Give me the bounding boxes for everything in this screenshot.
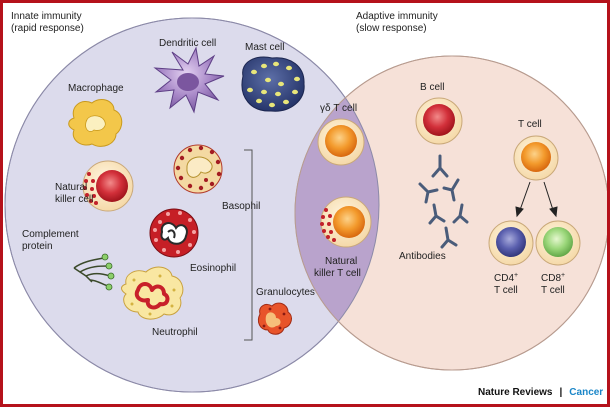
eosinophil-label: Eosinophil <box>190 263 236 274</box>
basophil-icon <box>173 144 223 194</box>
footer-journal: Cancer <box>569 387 603 398</box>
neutrophil-icon <box>121 266 184 320</box>
granulocyte-icon <box>257 302 292 335</box>
footer-separator: | <box>559 387 562 398</box>
gamma-delta-label: γδ T cell <box>320 103 357 114</box>
natural-killer-label-2: killer cell <box>55 194 93 205</box>
cd4-sup: + <box>514 272 518 279</box>
adaptive-title: Adaptive immunity <box>356 11 438 22</box>
cd8-label-2: T cell <box>541 285 565 296</box>
t-cell-label: T cell <box>518 119 542 130</box>
dendritic-cell-icon <box>153 46 225 114</box>
adaptive-subtitle: (slow response) <box>356 23 427 34</box>
granulocytes-label: Granulocytes <box>256 287 315 298</box>
basophil-label: Basophil <box>222 201 260 212</box>
innate-subtitle: (rapid response) <box>11 23 84 34</box>
neutrophil-label: Neutrophil <box>152 327 198 338</box>
macrophage-label: Macrophage <box>68 83 124 94</box>
b-cell-label: B cell <box>420 82 444 93</box>
eosinophil-icon <box>149 208 199 258</box>
cd4-label-1: CD4+ <box>494 272 518 284</box>
footer-credit: Nature Reviews | Cancer <box>478 382 603 399</box>
t-cell-icon <box>513 135 559 181</box>
cd4-t-cell-icon <box>488 220 534 266</box>
cd4-label-2: T cell <box>494 285 518 296</box>
natural-killer-label-1: Natural <box>55 182 87 193</box>
complement-heads <box>101 253 115 291</box>
cd8-text: CD8 <box>541 273 561 284</box>
mast-label: Mast cell <box>245 42 284 53</box>
cd8-label-1: CD8+ <box>541 272 565 284</box>
natural-killer-cell-icon <box>82 160 134 212</box>
nkt-label-2: killer T cell <box>314 268 361 279</box>
complement-label-2: protein <box>22 241 53 252</box>
dendritic-label: Dendritic cell <box>159 38 216 49</box>
differentiation-arrows <box>515 181 558 218</box>
mast-cell-icon <box>241 56 305 112</box>
granulocytes-bracket <box>244 149 253 341</box>
cd8-sup: + <box>561 272 565 279</box>
nkt-label-1: Natural <box>325 256 357 267</box>
immune-cells-diagram: Innate immunity (rapid response) Adaptiv… <box>4 11 607 399</box>
complement-label-1: Complement <box>22 229 79 240</box>
innate-title: Innate immunity <box>11 11 82 22</box>
footer-publisher: Nature Reviews <box>478 387 553 398</box>
antibodies-label: Antibodies <box>399 251 446 262</box>
gamma-delta-t-cell-icon <box>317 118 365 166</box>
cd4-text: CD4 <box>494 273 514 284</box>
antibodies-icon <box>418 154 469 249</box>
macrophage-icon <box>68 99 123 147</box>
cd8-t-cell-icon <box>535 220 581 266</box>
b-cell-icon <box>415 97 463 145</box>
natural-killer-t-cell-icon <box>320 196 372 248</box>
